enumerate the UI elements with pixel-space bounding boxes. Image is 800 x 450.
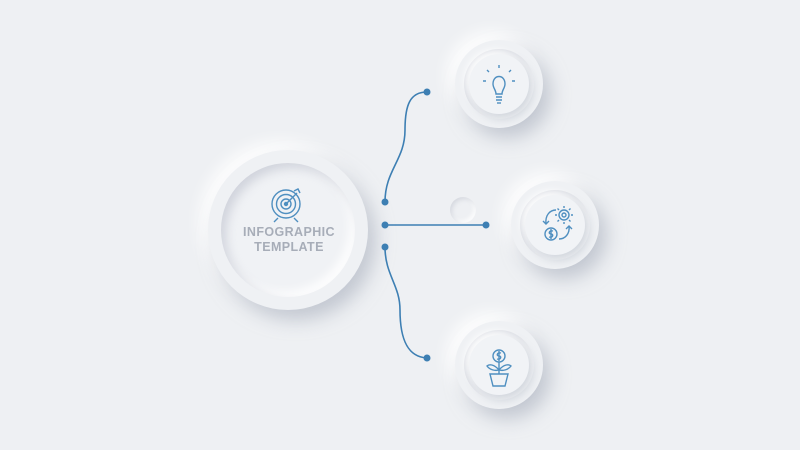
dot-bottom-end <box>423 354 431 362</box>
dot-middle-start <box>381 221 389 229</box>
main-title: INFOGRAPHIC TEMPLATE <box>221 225 357 255</box>
main-title-line-2: TEMPLATE <box>254 240 324 254</box>
connector-bottom <box>384 246 428 359</box>
gear-dollar-cycle-icon <box>542 206 573 241</box>
main-title-line-1: INFOGRAPHIC <box>243 225 335 239</box>
target-icon <box>271 188 301 223</box>
dot-bottom-start <box>381 243 389 251</box>
node-top-core <box>469 54 529 114</box>
connector-dots <box>381 88 490 362</box>
dot-middle-end <box>482 221 490 229</box>
connector-top <box>384 91 428 203</box>
dot-top-start <box>381 198 389 206</box>
dot-top-end <box>423 88 431 96</box>
node-middle-core <box>525 195 585 255</box>
money-plant-icon <box>486 349 512 387</box>
lightbulb-icon <box>483 65 515 104</box>
main-circle-ring <box>221 163 355 297</box>
connector-lines <box>384 91 486 359</box>
